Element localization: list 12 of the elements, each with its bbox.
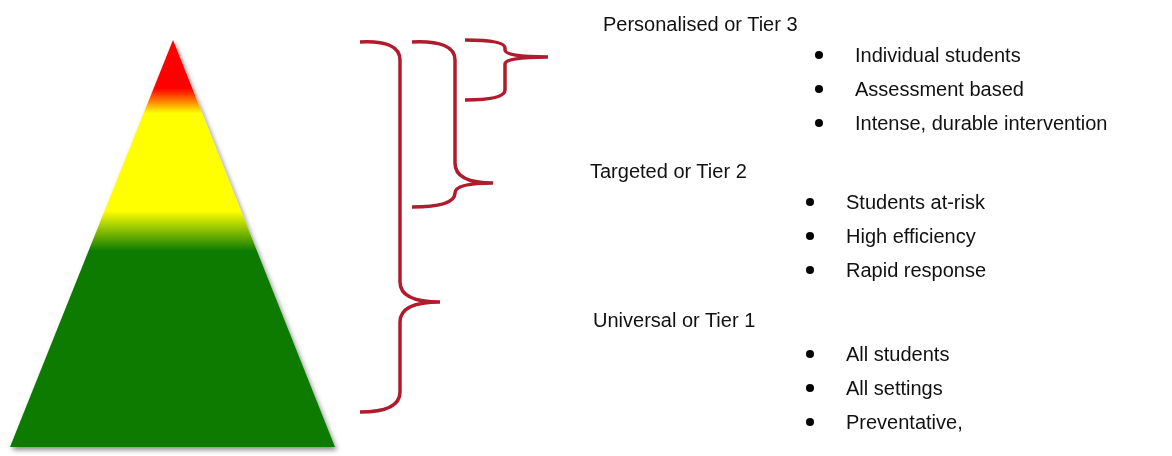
bullet-text: Preventative, [846, 410, 963, 434]
bullet-text: Individual students [855, 43, 1021, 67]
bullet-text: Students at-risk [846, 190, 985, 214]
bullet-text: High efficiency [846, 224, 976, 248]
tier-heading: Targeted or Tier 2 [590, 159, 747, 183]
bullet-text: Rapid response [846, 258, 987, 282]
bullet-text: Intense, durable intervention [855, 111, 1108, 135]
tier-heading: Universal or Tier 1 [593, 308, 756, 332]
bullet-text: All students [846, 342, 950, 366]
bullet-text: Assessment based [855, 77, 1024, 101]
tier-heading: Personalised or Tier 3 [603, 12, 798, 36]
bullet-text: All settings [846, 376, 943, 400]
